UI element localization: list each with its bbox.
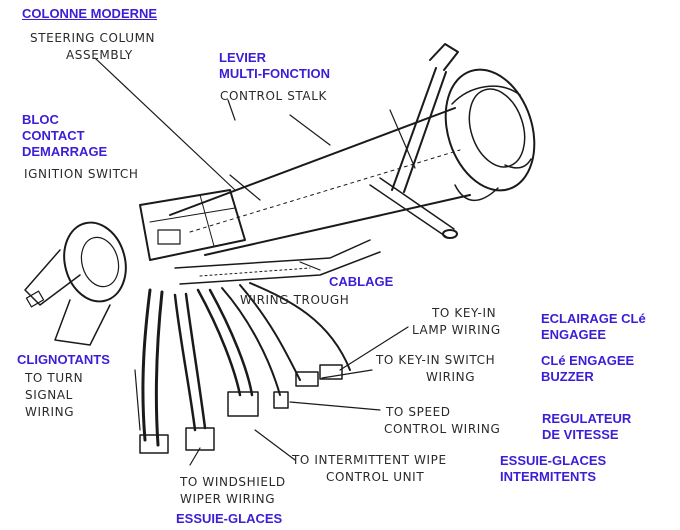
label-line: DEMARRAGE xyxy=(22,144,108,159)
label-line: TO SPEED xyxy=(386,405,451,419)
label-ignition-switch-fr: BLOC CONTACT DEMARRAGE xyxy=(22,112,107,160)
label-line: MULTI-FONCTION xyxy=(219,66,330,81)
label-line: CONTACT xyxy=(22,128,85,143)
label-control-stalk-en: CONTROL STALK xyxy=(220,89,327,103)
label-line: TO TURN xyxy=(25,371,84,385)
label-steering-column-fr: COLONNE MODERNE xyxy=(22,6,158,21)
column-tube xyxy=(169,107,471,256)
label-line: WIPER WIRING xyxy=(180,492,276,506)
label-line: DE VITESSE xyxy=(542,427,619,442)
label-line: WIRING xyxy=(25,405,75,419)
label-windshield-wiper-en: TO WINDSHIELD WIPER WIRING xyxy=(180,474,286,508)
label-turn-signal-en: TO TURN SIGNAL WIRING xyxy=(25,370,83,421)
label-line: ASSEMBLY xyxy=(66,48,133,62)
label-steering-column-en: STEERING COLUMN ASSEMBLY xyxy=(30,30,155,64)
intermittent-wipe-harness xyxy=(196,288,296,461)
label-key-in-switch-fr: CLé ENGAGEE BUZZER xyxy=(541,353,634,385)
label-line: ECLAIRAGE CLé xyxy=(541,311,646,326)
label-wiring-trough-fr: CABLAGE xyxy=(329,274,394,289)
column-lower-end xyxy=(24,221,127,346)
label-line: LEVIER xyxy=(219,50,266,65)
label-line: BUZZER xyxy=(541,369,594,384)
label-line: LAMP WIRING xyxy=(412,323,501,337)
control-stalk xyxy=(369,43,459,239)
label-line: SIGNAL xyxy=(25,388,73,402)
label-turn-signal-fr: CLIGNOTANTS xyxy=(17,352,110,367)
label-line: CONTROL WIRING xyxy=(384,422,501,436)
label-key-in-lamp-fr: ECLAIRAGE CLé ENGAGEE xyxy=(541,311,646,343)
label-line: TO INTERMITTENT WIPE xyxy=(292,453,447,467)
key-in-harness xyxy=(239,282,409,387)
label-windshield-wiper-fr: ESSUIE-GLACES xyxy=(176,511,283,526)
label-key-in-lamp-en: TO KEY-IN LAMP WIRING xyxy=(412,305,501,339)
label-wiper-unit-fr: ESSUIE-GLACES INTERMITENTS xyxy=(500,453,606,485)
leader-lines xyxy=(94,57,416,466)
label-speed-control-en: TO SPEED CONTROL WIRING xyxy=(384,404,500,438)
label-speed-control-fr: REGULATEUR DE VITESSE xyxy=(542,411,631,443)
label-line: TO KEY-IN SWITCH xyxy=(376,353,496,367)
label-key-in-switch-en: TO KEY-IN SWITCH WIRING xyxy=(376,352,495,386)
label-wiring-trough-en: WIRING TROUGH xyxy=(240,293,350,307)
label-line: WIRING xyxy=(426,370,476,384)
turn-signal-harness xyxy=(139,288,169,454)
label-line: CONTROL UNIT xyxy=(326,470,425,484)
label-line: TO WINDSHIELD xyxy=(180,475,286,489)
label-line: STEERING COLUMN xyxy=(30,31,156,45)
column-upper-housing xyxy=(444,68,536,202)
label-wiper-unit-en: TO INTERMITTENT WIPE CONTROL UNIT xyxy=(292,452,447,486)
label-line: CLé ENGAGEE xyxy=(541,353,635,368)
label-line: ENGAGEE xyxy=(541,327,607,342)
label-line: REGULATEUR xyxy=(542,411,632,426)
ignition-switch-block xyxy=(139,189,246,261)
label-line: INTERMITENTS xyxy=(500,469,597,484)
label-control-stalk-fr: LEVIER MULTI-FONCTION xyxy=(219,50,330,82)
label-line: ESSUIE-GLACES xyxy=(500,453,607,468)
speed-control-harness xyxy=(221,287,381,411)
wiring-trough xyxy=(174,239,381,285)
label-line: BLOC xyxy=(22,112,59,127)
windshield-wiper-harness xyxy=(173,292,215,451)
label-line: TO KEY-IN xyxy=(432,306,497,320)
label-ignition-switch-en: IGNITION SWITCH xyxy=(24,167,139,181)
